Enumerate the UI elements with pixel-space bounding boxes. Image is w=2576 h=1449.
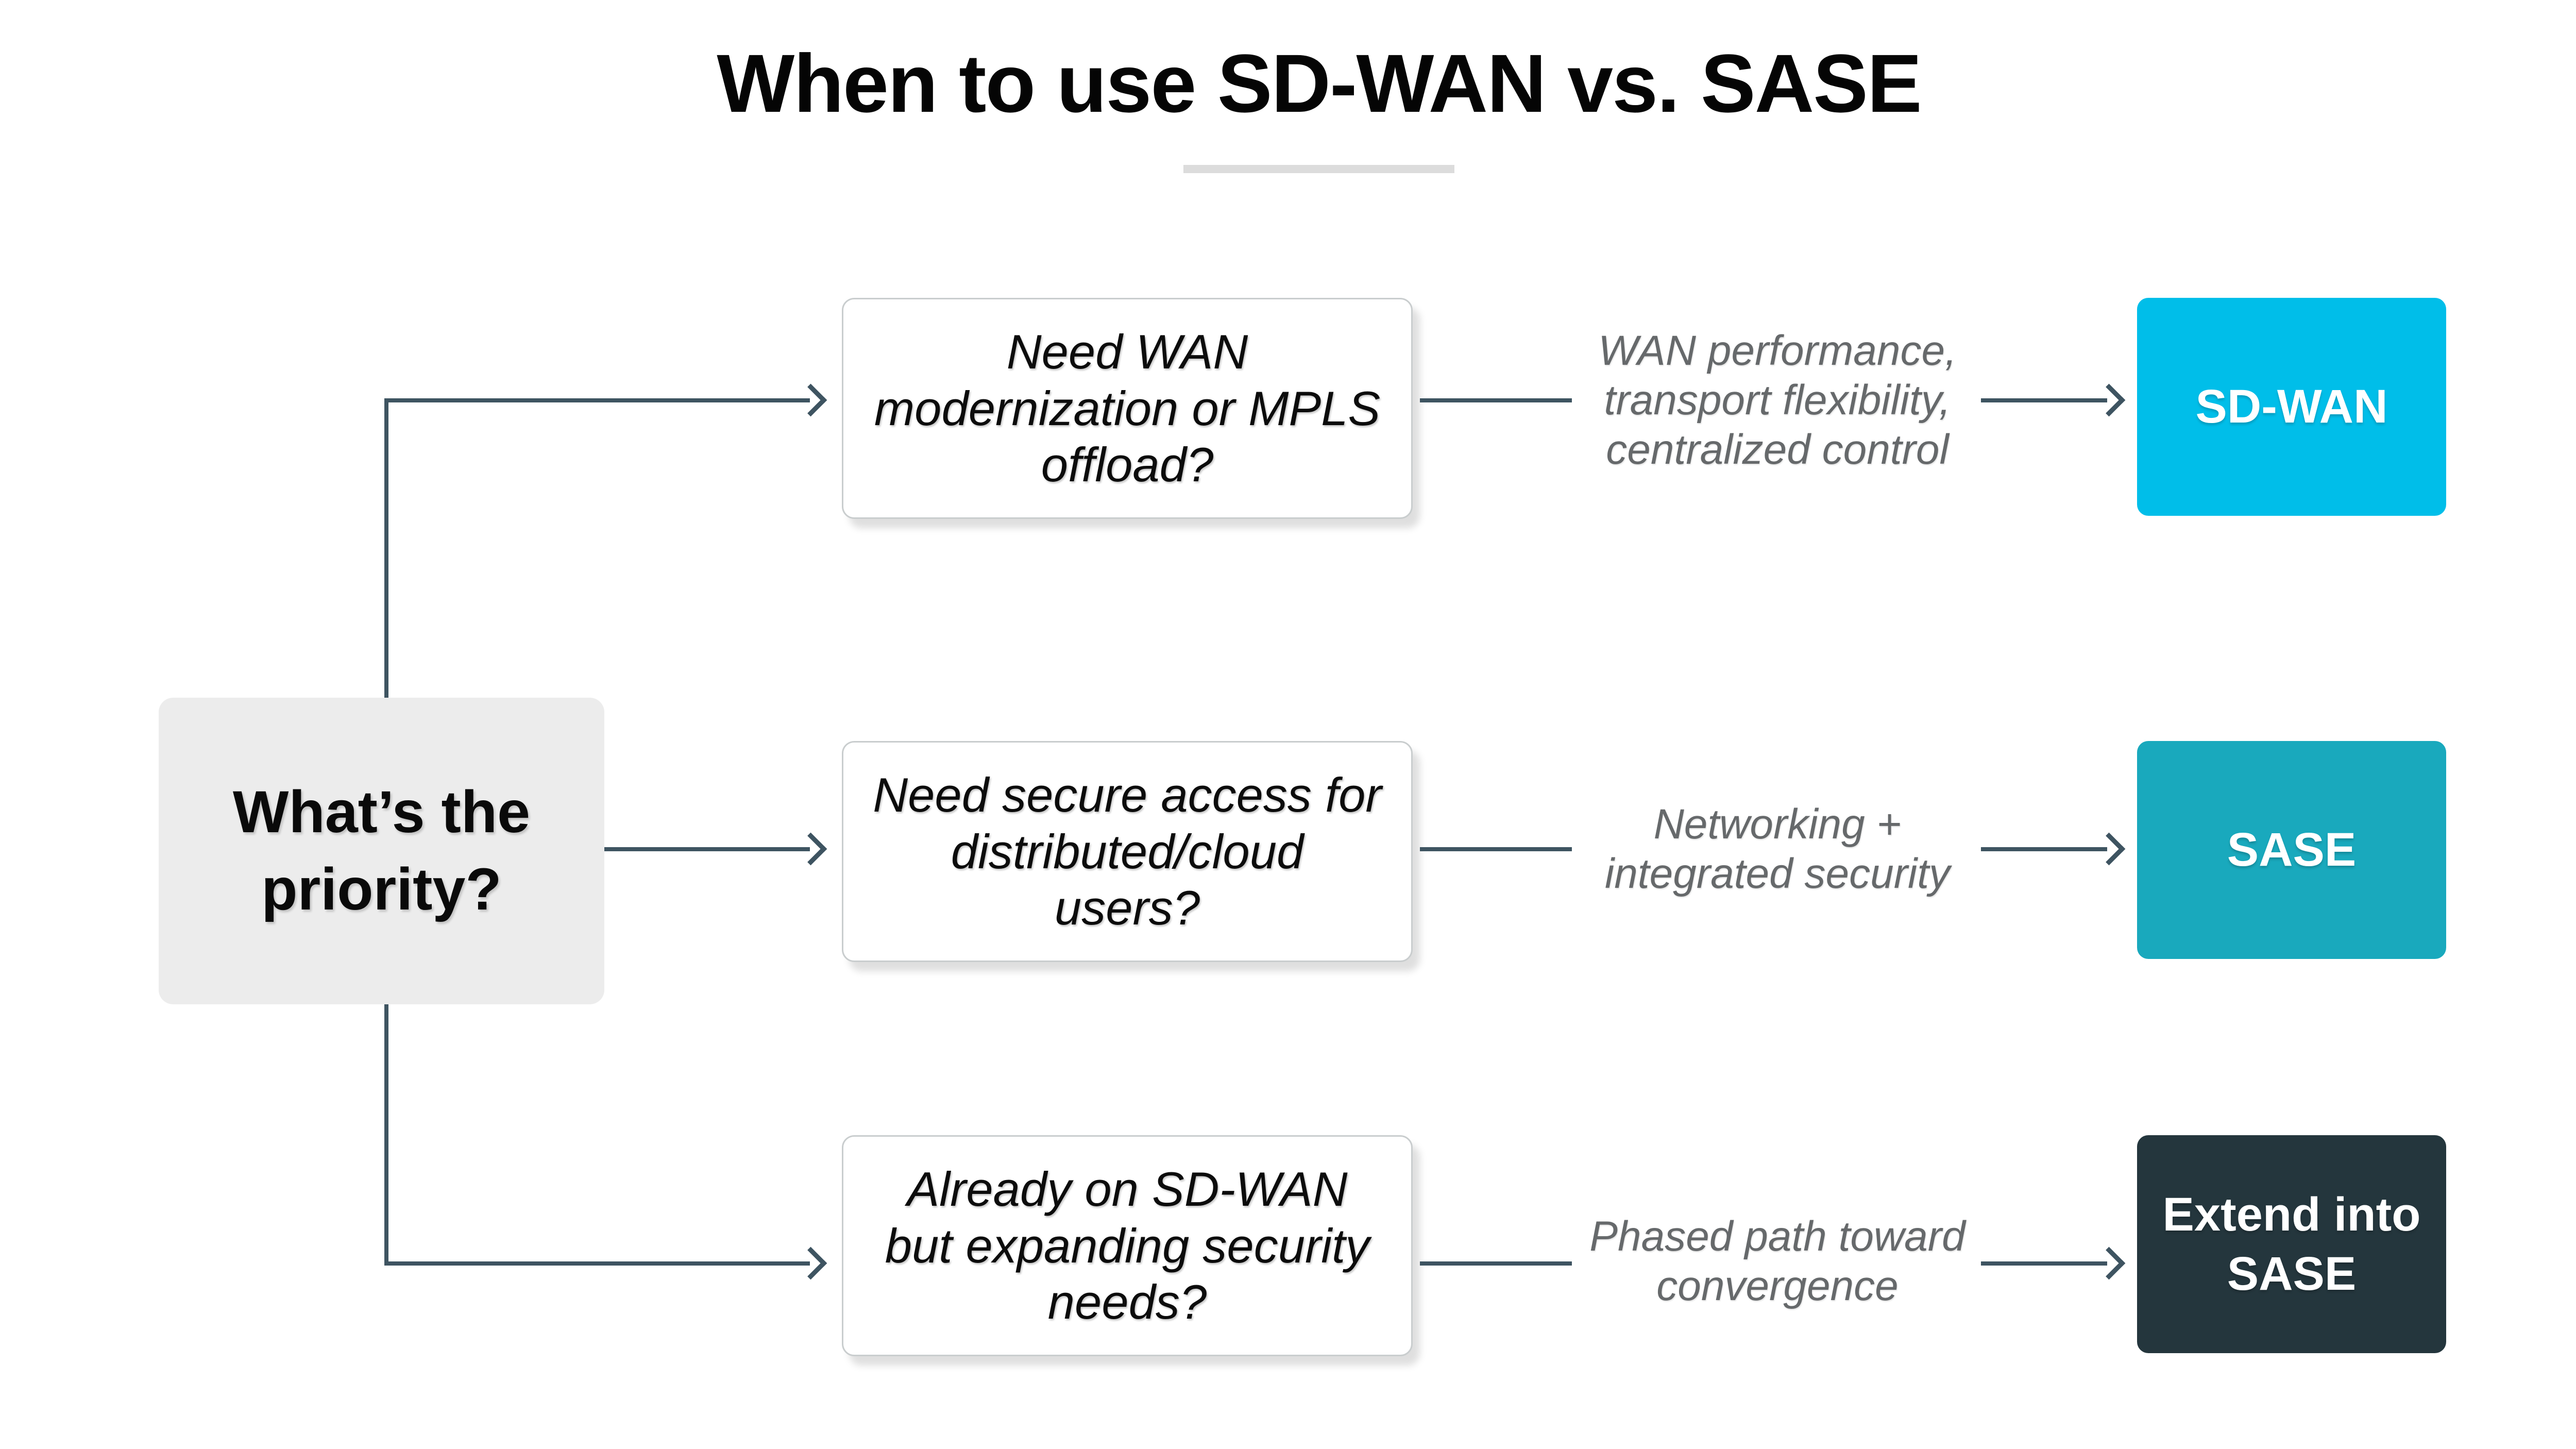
arrowhead-right-icon [2092,1246,2126,1280]
answer-label-sdwan: SD-WAN [2195,380,2388,433]
question-card-row2: Need secure access for distributed/cloud… [842,741,1413,962]
arrowhead-right-icon [2092,383,2126,417]
connector-reason3-to-answer3 [1981,1261,2107,1266]
root-decision-box: What’s the priority? [159,698,604,1004]
question-text-row2: Need secure access for distributed/cloud… [873,767,1382,935]
arrowhead-right-icon [794,1246,827,1280]
answer-box-extend-sase: Extend into SASE [2137,1135,2446,1353]
root-decision-label: What’s the priority? [232,779,531,922]
answer-box-sase: SASE [2137,741,2446,959]
connector-root-to-row1-vertical [384,398,388,698]
question-card-row1: Need WAN modernization or MPLS offload? [842,298,1413,519]
question-text-row1: Need WAN modernization or MPLS offload? [874,324,1381,492]
answer-box-sdwan: SD-WAN [2137,298,2446,516]
question-card-row3: Already on SD-WAN but expanding security… [842,1135,1413,1356]
arrowhead-right-icon [794,383,827,417]
reason-text-row3: Phased path toward convergence [1546,1179,2009,1344]
title-divider [1183,165,1454,173]
arrowhead-right-icon [2092,832,2126,866]
connector-question1-to-reason1 [1420,398,1572,402]
connector-root-to-row3-vertical [384,1004,388,1266]
connector-question2-to-reason2 [1420,847,1572,851]
reason-text-row2: Networking + integrated security [1546,767,2009,932]
reason-label-row3: Phased path toward convergence [1589,1213,1965,1309]
reason-label-row2: Networking + integrated security [1604,801,1950,897]
reason-text-row1: WAN performance, transport flexibility, … [1546,318,2009,483]
connector-root-to-row1-horizontal [384,398,810,402]
connector-question3-to-reason3 [1420,1261,1572,1266]
answer-label-sase: SASE [2227,823,2357,876]
page-title: When to use SD-WAN vs. SASE [717,37,1922,129]
question-text-row3: Already on SD-WAN but expanding security… [885,1161,1370,1329]
connector-reason2-to-answer2 [1981,847,2107,851]
connector-reason1-to-answer1 [1981,398,2107,402]
arrowhead-right-icon [794,832,827,866]
connector-root-to-row3-horizontal [384,1261,810,1266]
reason-label-row1: WAN performance, transport flexibility, … [1598,327,1957,473]
connector-root-to-row2-horizontal [604,847,810,851]
answer-label-extend-sase: Extend into SASE [2162,1188,2421,1300]
